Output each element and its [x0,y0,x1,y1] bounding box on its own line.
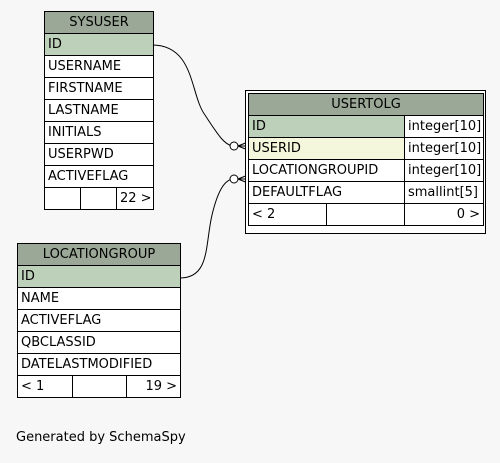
footer-spacer [80,187,117,210]
table-title[interactable]: SYSUSER [44,11,154,34]
footer-parents [44,187,81,210]
column-activeflag[interactable]: ACTIVEFLAG [44,165,154,188]
edge-locationgroup-usertolg [179,178,235,279]
footer-children[interactable]: 0 > [403,203,485,226]
footer-parents[interactable]: < 1 [17,375,73,398]
footer-spacer [326,203,405,226]
column-locationgroupid[interactable]: LOCATIONGROUPID [248,159,405,182]
edge-sysuser-usertolg [151,44,235,147]
table-locationgroup[interactable]: LOCATIONGROUP ID NAME ACTIVEFLAG QBCLASS… [16,243,182,398]
column-name[interactable]: NAME [16,287,182,310]
footer-children[interactable]: 22 > [116,187,154,210]
column-firstname[interactable]: FIRSTNAME [44,77,154,100]
table-sysuser[interactable]: SYSUSER ID USERNAME FIRSTNAME LASTNAME I… [44,11,154,210]
column-qbclassid[interactable]: QBCLASSID [16,331,182,354]
column-userid[interactable]: USERID [248,137,405,160]
footer-parents[interactable]: < 2 [248,203,327,226]
column-type: smallint[5] [403,181,485,204]
column-type: integer[10] [403,115,485,138]
column-username[interactable]: USERNAME [44,55,154,78]
column-id[interactable]: ID [16,265,182,288]
column-activeflag[interactable]: ACTIVEFLAG [16,309,182,332]
footer-spacer [72,375,127,398]
column-userpwd[interactable]: USERPWD [44,143,154,166]
table-title[interactable]: USERTOLG [247,93,485,116]
generated-by-label: Generated by SchemaSpy [16,430,186,445]
column-id[interactable]: ID [248,115,405,138]
column-lastname[interactable]: LASTNAME [44,99,154,122]
column-type: integer[10] [403,159,485,182]
edge-locationgroup-usertolg-marker [229,174,239,184]
table-usertolg[interactable]: USERTOLG ID integer[10] USERID integer[1… [247,93,485,226]
edge-sysuser-usertolg-marker [229,141,239,151]
column-defaultflag[interactable]: DEFAULTFLAG [248,181,405,204]
footer-children[interactable]: 19 > [125,375,182,398]
column-initials[interactable]: INITIALS [44,121,154,144]
column-datelastmodified[interactable]: DATELASTMODIFIED [16,353,182,376]
column-type: integer[10] [403,137,485,160]
table-title[interactable]: LOCATIONGROUP [16,243,182,266]
column-id[interactable]: ID [44,33,154,56]
